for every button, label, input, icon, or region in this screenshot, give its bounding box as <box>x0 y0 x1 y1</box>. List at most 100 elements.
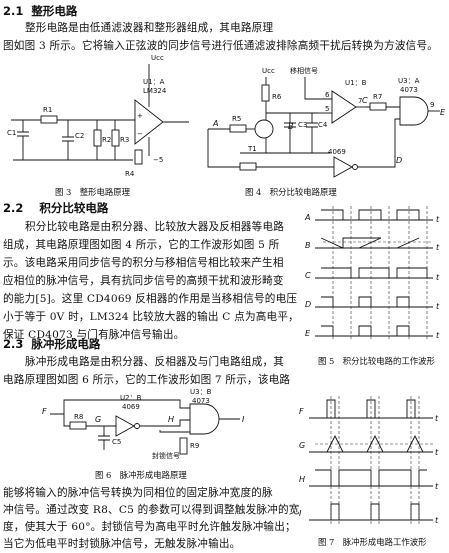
svg-text:6: 6 <box>325 91 330 99</box>
resistor-r6 <box>261 84 270 102</box>
resistor-r8 <box>69 421 87 430</box>
figure-7-caption: 图 7 脉冲形成电路工作波形 <box>318 537 427 547</box>
signal-label-c: C <box>305 271 311 280</box>
paragraph-line: 度，使其大于 60°。封锁信号为高电平时允许触发脉冲输出； <box>3 521 296 533</box>
resistor-r8-input <box>239 162 257 171</box>
time-label: t <box>435 414 439 423</box>
waveform-d <box>321 296 410 308</box>
waveform-i <box>330 503 420 520</box>
label-r9: R9 <box>190 442 199 450</box>
paragraph-line: 脉冲形成电路是由积分器、反相器及与门电路组成，其 <box>25 356 285 368</box>
paragraph-line: 示。该电路采用同步信号的积分与移相信号相比较来产生相 <box>3 257 284 269</box>
section-number: 2.3 <box>3 337 24 351</box>
waveform-b <box>320 237 420 249</box>
paragraph-line: 整形电路是由低通滤波器和整形器组成，其电路原理 <box>25 22 274 34</box>
svg-text:+: + <box>137 112 143 120</box>
paragraph-line: 保证 CD4073 与门有脉冲信号输出。 <box>3 329 185 341</box>
label-a: A <box>212 119 218 128</box>
label-4069: 4069 <box>328 148 346 156</box>
label-lm324: LM324 <box>143 87 167 95</box>
label-u3b: U3：B <box>190 388 212 396</box>
resistor-r2 <box>93 129 102 147</box>
section-title: 积分比较电路 <box>39 201 109 215</box>
figure-4-caption: 图 4 积分比较电路原理 <box>245 187 337 197</box>
figure-5-caption: 图 5 积分比较电路的工作波形 <box>318 356 435 366</box>
paragraph-line: 冲信号。通过改变 R8、C5 的参数可以得到调整触发脉冲的宽 <box>3 504 300 516</box>
svg-text:−: − <box>137 130 143 138</box>
signal-label-d: D <box>305 300 311 309</box>
resistor-r9 <box>179 437 188 455</box>
svg-text:5: 5 <box>325 105 329 113</box>
resistor-r3 <box>111 129 120 147</box>
label-c1: C1 <box>7 129 16 137</box>
time-label: t <box>436 243 440 252</box>
label-u2b-part: 4069 <box>122 403 140 411</box>
label-i: I <box>242 415 245 424</box>
signal-label-i: I <box>299 509 302 518</box>
and-gate-u3a <box>399 96 429 126</box>
paragraph-line: 小于等于 0V 时，LM324 比较放大器的输出 C 点为高电平， <box>3 311 299 323</box>
resistor-r7 <box>369 102 387 111</box>
waveform-h <box>315 469 427 487</box>
time-label: t <box>435 448 439 457</box>
label-h: H <box>168 415 174 424</box>
label-f: F <box>42 407 47 416</box>
label-r1: R1 <box>43 106 52 114</box>
signal-label-f: F <box>299 407 304 416</box>
resistor-r1 <box>40 115 58 124</box>
section-heading-2-3: 2.3 脉冲形成电路 <box>3 336 100 352</box>
figure-3-caption: 图 3 整形电路原理 <box>55 187 130 197</box>
label-c2: C2 <box>75 132 84 140</box>
signal-label-h: H <box>299 475 305 484</box>
label-b: B <box>288 122 294 131</box>
svg-text:9: 9 <box>430 101 434 109</box>
figure-6-caption: 图 6 脉冲形成电路原理 <box>95 470 187 480</box>
figure-4-schematic: A R5 T1 Ucc R6 B C3 C4 移相信号 U1：B 6 5 7 C… <box>207 66 446 178</box>
label-lock-signal: 封锁信号 <box>152 451 180 460</box>
label-vcc: Ucc <box>151 54 164 62</box>
section-number: 2.1 <box>3 4 24 18</box>
inverter-u2a <box>333 156 353 178</box>
waveform-e <box>321 325 410 337</box>
section-number: 2.2 <box>3 201 24 215</box>
signal-label-b: B <box>305 241 311 250</box>
figure-7-waveforms: F G H I t t t t <box>299 396 439 525</box>
label-r7: R7 <box>373 93 382 101</box>
figure-5-waveforms: A B C D E t t t t t <box>304 206 440 340</box>
transistor-t1 <box>254 119 274 139</box>
paragraph-line: 图如图 3 所示。它将输入正弦波的同步信号进行低通滤波排除高频干扰后转换为方波信… <box>3 40 439 52</box>
label-c3: C3 <box>298 121 307 129</box>
label-c5: C5 <box>112 438 121 446</box>
label-4073: 4073 <box>400 86 418 94</box>
time-label: t <box>435 516 439 525</box>
label-r2: R2 <box>102 136 111 144</box>
label-t1: T1 <box>247 145 257 153</box>
signal-label-a: A <box>304 213 310 222</box>
waveform-c <box>321 267 428 279</box>
time-label: t <box>436 273 440 282</box>
label-r6: R6 <box>272 93 282 101</box>
paragraph-line: 组成，其电路原理图如图 4 所示，它的工作波形如图 5 所 <box>3 239 280 251</box>
label-minus5: −5 <box>153 156 163 164</box>
signal-label-g: G <box>299 441 305 450</box>
label-u3a: U3：A <box>398 77 420 85</box>
label-c: C <box>362 96 368 105</box>
label-c4: C4 <box>318 121 328 129</box>
paragraph-line: 的能力[5]。这里 CD4069 反相器的作用是当移相信号的电压 <box>3 293 298 305</box>
paragraph-line: 当它为低电平时封锁脉冲信号，无触发脉冲输出。 <box>3 538 241 550</box>
paragraph-line: 积分比较电路是由积分器、比较放大器及反相器等电路 <box>25 221 285 233</box>
label-r5: R5 <box>232 115 241 123</box>
figure-6-schematic: F R8 G C5 U2：B 4069 H U3：B 4073 I 封锁信号 R… <box>42 388 245 460</box>
label-u1a: U1：A <box>143 78 165 86</box>
paragraph-line: 能够将输入的脉冲信号转换为同相位的固定脉冲宽度的脉 <box>3 487 273 499</box>
opamp-u1a <box>134 99 164 145</box>
label-r3: R3 <box>120 136 129 144</box>
opamp-u1b <box>331 90 357 124</box>
label-u3b-part: 4073 <box>192 397 210 405</box>
time-label: t <box>435 482 439 491</box>
paragraph-line: 电路原理图如图 6 所示，它的工作波形如图 7 所示，该电路 <box>3 374 291 386</box>
time-label: t <box>436 331 440 340</box>
and-gate-u3b <box>189 403 220 435</box>
section-title: 脉冲形成电路 <box>31 337 101 351</box>
waveform-f <box>326 399 416 418</box>
